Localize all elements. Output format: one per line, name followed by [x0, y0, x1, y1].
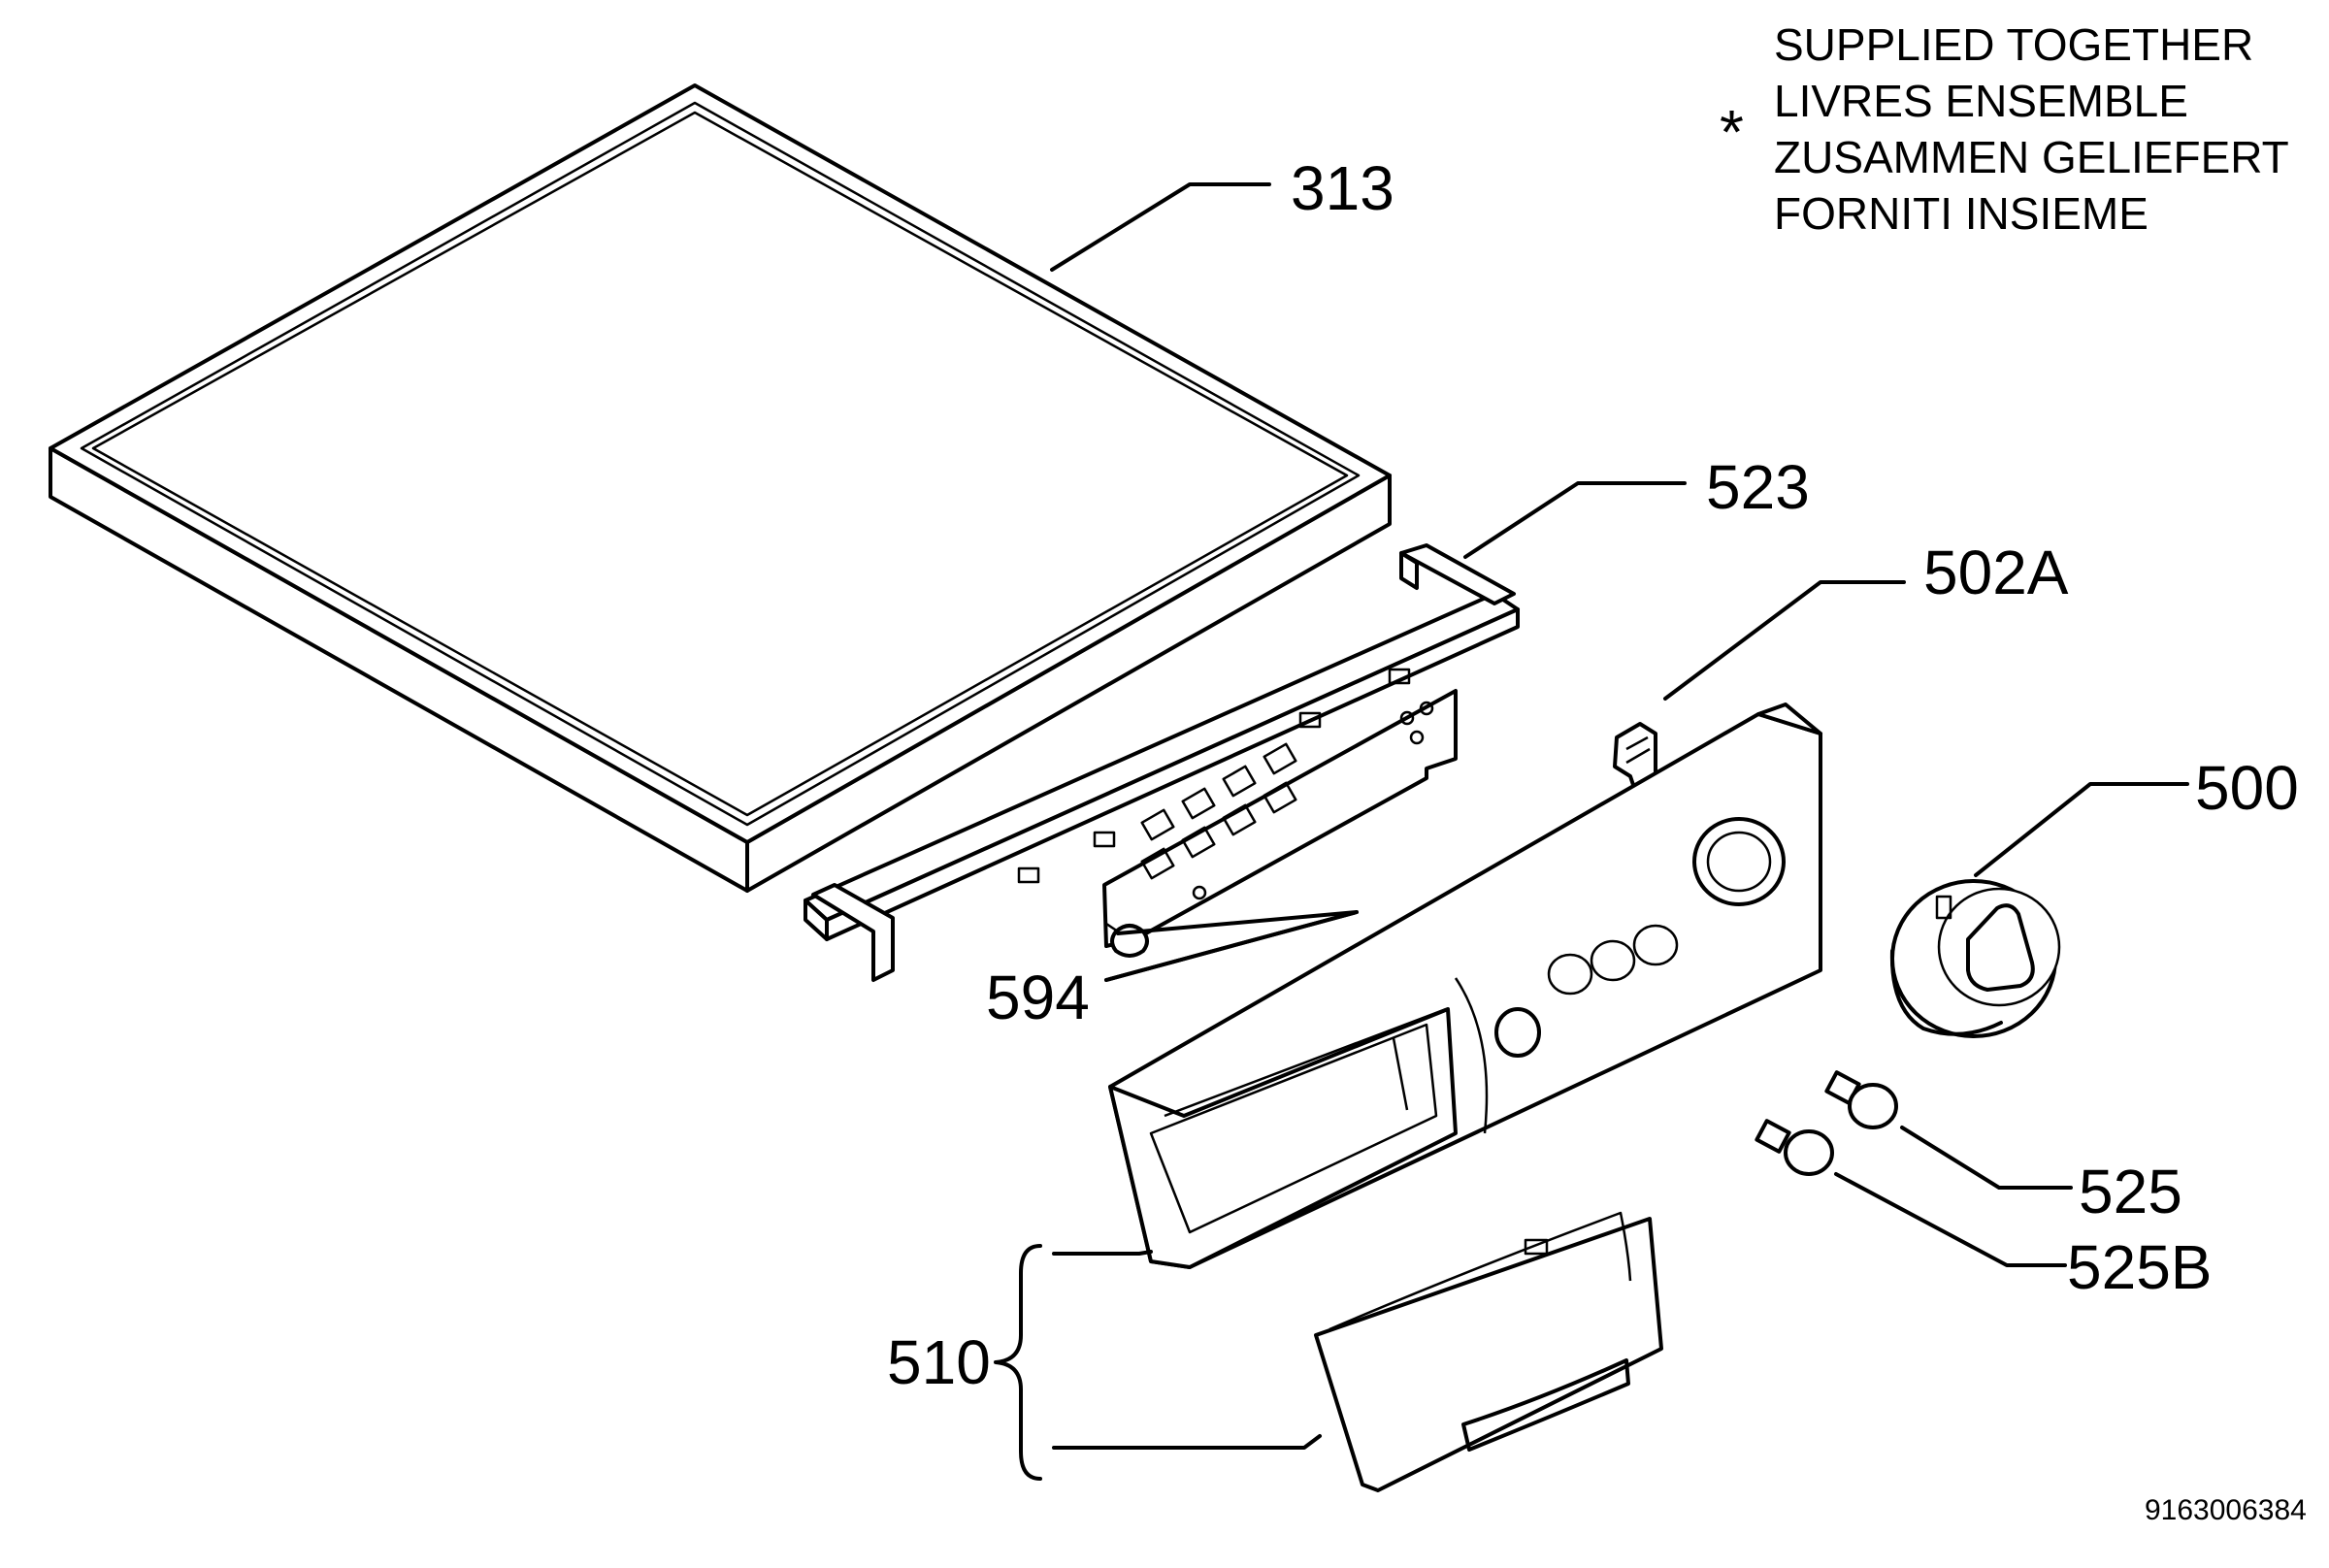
part-525b-button — [1755, 1119, 1834, 1176]
leader-510-bottom — [1052, 1434, 1322, 1450]
leader-510-top — [1052, 1250, 1153, 1256]
part-523-bracket — [804, 543, 1520, 982]
label-510: 510 — [887, 1327, 991, 1397]
part-510-dispenser — [1108, 1007, 1663, 1492]
label-594: 594 — [986, 963, 1090, 1032]
legend-asterisk: * — [1720, 97, 1744, 167]
label-523: 523 — [1706, 452, 1810, 522]
part-594-screw — [1105, 922, 1149, 958]
label-313: 313 — [1291, 153, 1394, 223]
label-500: 500 — [2195, 753, 2299, 823]
leader-502a — [1663, 580, 1906, 701]
leader-525b — [1834, 1172, 2067, 1267]
legend-line-3: ZUSAMMEN GELIEFERT — [1774, 132, 2289, 182]
leader-523 — [1463, 481, 1687, 559]
label-525: 525 — [2079, 1157, 2182, 1226]
leader-500 — [1974, 782, 2189, 877]
leader-525 — [1900, 1126, 2073, 1190]
label-502a: 502A — [1923, 538, 2069, 607]
part-labels: 313 523 502A 500 594 525 525B 510 — [887, 153, 2299, 1397]
document-number: 9163006384 — [2145, 1494, 2307, 1526]
brace-510 — [994, 1244, 1042, 1481]
part-500-knob — [1889, 879, 2061, 1038]
leader-594-b — [1104, 910, 1359, 982]
legend-line-2: LIVRES ENSEMBLE — [1774, 76, 2188, 126]
label-525b: 525B — [2067, 1232, 2212, 1302]
leader-lines — [994, 182, 2189, 1481]
part-525-button — [1824, 1070, 1898, 1129]
part-313-worktop — [49, 83, 1392, 893]
legend-line-1: SUPPLIED TOGETHER — [1774, 19, 2253, 70]
legend: * SUPPLIED TOGETHER LIVRES ENSEMBLE ZUSA… — [1720, 19, 2289, 239]
leader-313 — [1050, 182, 1271, 272]
legend-line-4: FORNITI INSIEME — [1774, 188, 2149, 239]
